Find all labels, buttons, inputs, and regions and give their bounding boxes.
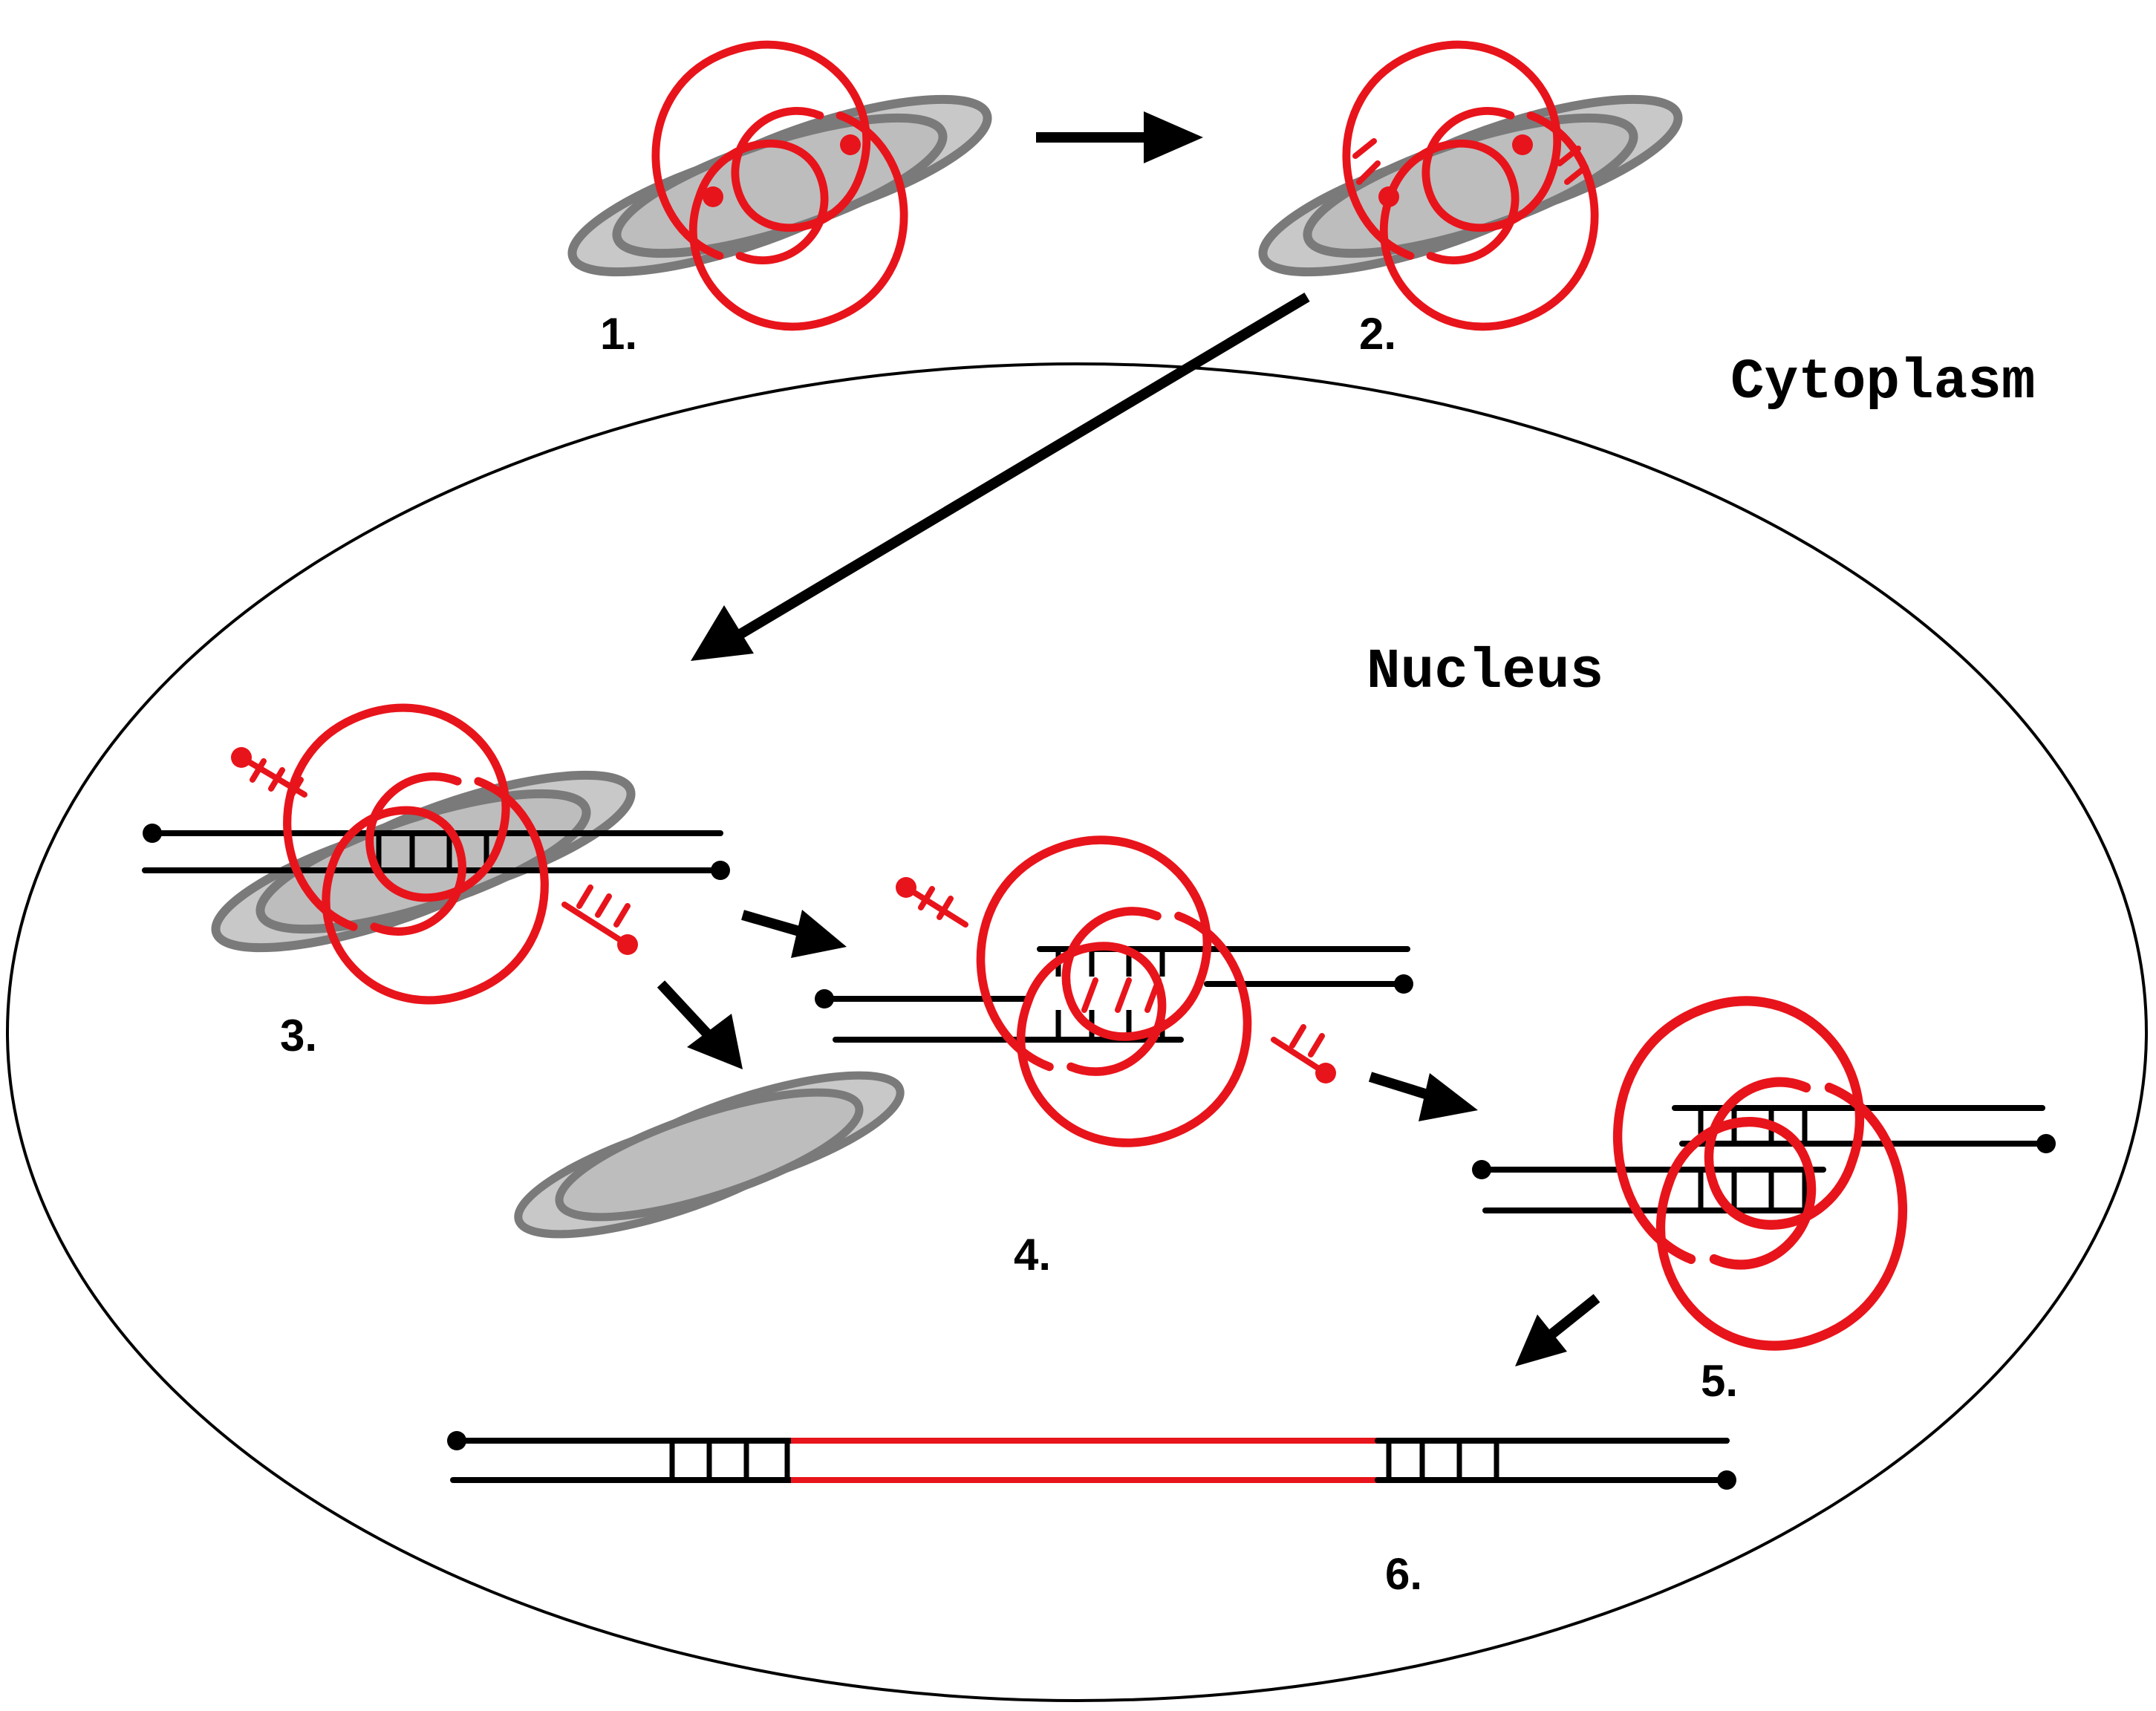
step-1-label: 1. — [600, 309, 637, 359]
step-5-label: 5. — [1701, 1356, 1738, 1406]
arrow-step3-to-released-protein — [657, 980, 743, 1069]
step-3-complex — [142, 708, 730, 1000]
arrow-step5-to-step6 — [1515, 1294, 1600, 1366]
cytoplasm-label: Cytoplasm — [1730, 351, 2035, 414]
step-2-complex — [1250, 45, 1692, 327]
arrow-step2-to-step3 — [691, 292, 1310, 661]
step-4-complex — [815, 840, 1413, 1143]
step-6-label: 6. — [1385, 1549, 1422, 1599]
arrow-step3-to-step4 — [741, 910, 847, 958]
step-4-label: 4. — [1014, 1230, 1051, 1280]
released-protein — [506, 1050, 912, 1259]
step-1-complex — [559, 45, 1001, 327]
step-2-label: 2. — [1359, 309, 1396, 359]
nucleus-label: Nucleus — [1367, 640, 1603, 704]
nucleus-membrane — [6, 362, 2148, 1702]
step-6-integrated-dna — [447, 1431, 1736, 1490]
arrow-step4-to-step5 — [1368, 1072, 1478, 1121]
step-5-complex — [1472, 1001, 2056, 1346]
step-3-label: 3. — [280, 1011, 317, 1060]
arrow-step1-to-step2 — [1036, 111, 1203, 163]
